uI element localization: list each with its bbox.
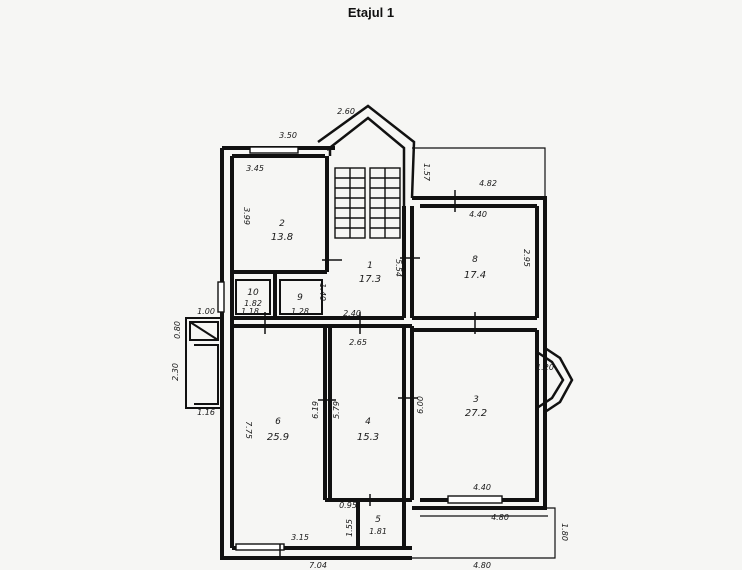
stair-gable [317, 104, 416, 206]
right-balcony [412, 147, 556, 559]
dim-2-60: 2.60 [337, 107, 355, 116]
dim-6-19: 6.19 [311, 401, 320, 419]
dim-3-99: 3.99 [242, 207, 251, 225]
dim-3-15: 3.15 [291, 533, 309, 542]
room-5-number: 5 [375, 515, 381, 525]
dim-2-30: 2.30 [171, 363, 180, 381]
dim-3-50: 3.50 [279, 131, 297, 140]
dim-2-65: 2.65 [349, 338, 367, 347]
room-8-area: 17.4 [464, 270, 486, 281]
room-6-number: 6 [275, 417, 281, 427]
room-3: 3 27.2 [465, 395, 487, 419]
dim-4-82: 4.82 [479, 179, 497, 188]
closet-walls [235, 279, 323, 315]
dim-0-80: 0.80 [173, 321, 182, 339]
room-5: 5 1.81 [369, 515, 387, 536]
room-2-area: 13.8 [271, 232, 293, 243]
dim-2-95: 2.95 [522, 249, 531, 267]
room-4-area: 15.3 [357, 432, 379, 443]
room-8: 8 17.4 [464, 255, 486, 281]
room-8-number: 8 [472, 255, 478, 265]
dim-1-80: 1.80 [560, 523, 569, 541]
room-10-number: 10 [247, 288, 259, 298]
dim-1-18: 1.18 [241, 307, 259, 316]
bay-window [536, 346, 574, 414]
dimension-labels: 3.50 2.60 3.45 3.99 1.57 4.82 4.40 2.95 … [171, 107, 569, 570]
room-4: 4 15.3 [357, 417, 379, 443]
room-9: 9 [297, 293, 303, 303]
room-3-number: 3 [473, 395, 479, 405]
door-marks [264, 190, 476, 560]
dim-7-04: 7.04 [309, 561, 327, 570]
room-4-number: 4 [365, 417, 371, 427]
room-10-area: 1.82 [244, 299, 262, 308]
room-2: 2 13.8 [271, 219, 293, 243]
dim-5-54: 5.54 [394, 259, 403, 277]
windows [217, 146, 503, 551]
dim-1-16: 1.16 [197, 408, 215, 417]
room-1-area: 17.3 [359, 274, 381, 285]
dim-1-55: 1.55 [345, 519, 354, 537]
staircase [334, 167, 401, 239]
dim-0-95: 0.95 [339, 501, 357, 510]
dim-4-40-bottom: 4.40 [473, 483, 491, 492]
room-6: 6 25.9 [267, 417, 289, 443]
dim-7-75: 7.75 [244, 421, 253, 439]
dim-1-00: 1.00 [197, 307, 215, 316]
room-1-number: 1 [367, 261, 373, 271]
dim-1-20: 1.20 [536, 363, 554, 372]
dim-1-40: 1.40 [318, 283, 327, 301]
left-balcony [185, 317, 222, 409]
dim-4-80-bottom: 4.80 [473, 561, 491, 570]
room-1: 1 17.3 [359, 261, 381, 285]
room-5-area: 1.81 [369, 527, 387, 536]
dim-4-80-right: 4.80 [491, 513, 509, 522]
room-6-area: 25.9 [267, 432, 289, 443]
plan-title: Etajul 1 [347, 5, 395, 20]
room-9-number: 9 [297, 293, 303, 303]
room-3-area: 27.2 [465, 408, 487, 419]
dim-4-40-top: 4.40 [469, 210, 487, 219]
dim-5-79: 5.79 [332, 401, 341, 419]
dim-6-00: 6.00 [416, 396, 425, 414]
room-2-number: 2 [279, 219, 285, 229]
dim-1-28: 1.28 [291, 307, 309, 316]
dim-1-57: 1.57 [422, 163, 431, 182]
dim-3-45: 3.45 [246, 164, 264, 173]
dim-2-40: 2.40 [343, 309, 361, 318]
room-10: 10 1.82 [244, 288, 262, 308]
